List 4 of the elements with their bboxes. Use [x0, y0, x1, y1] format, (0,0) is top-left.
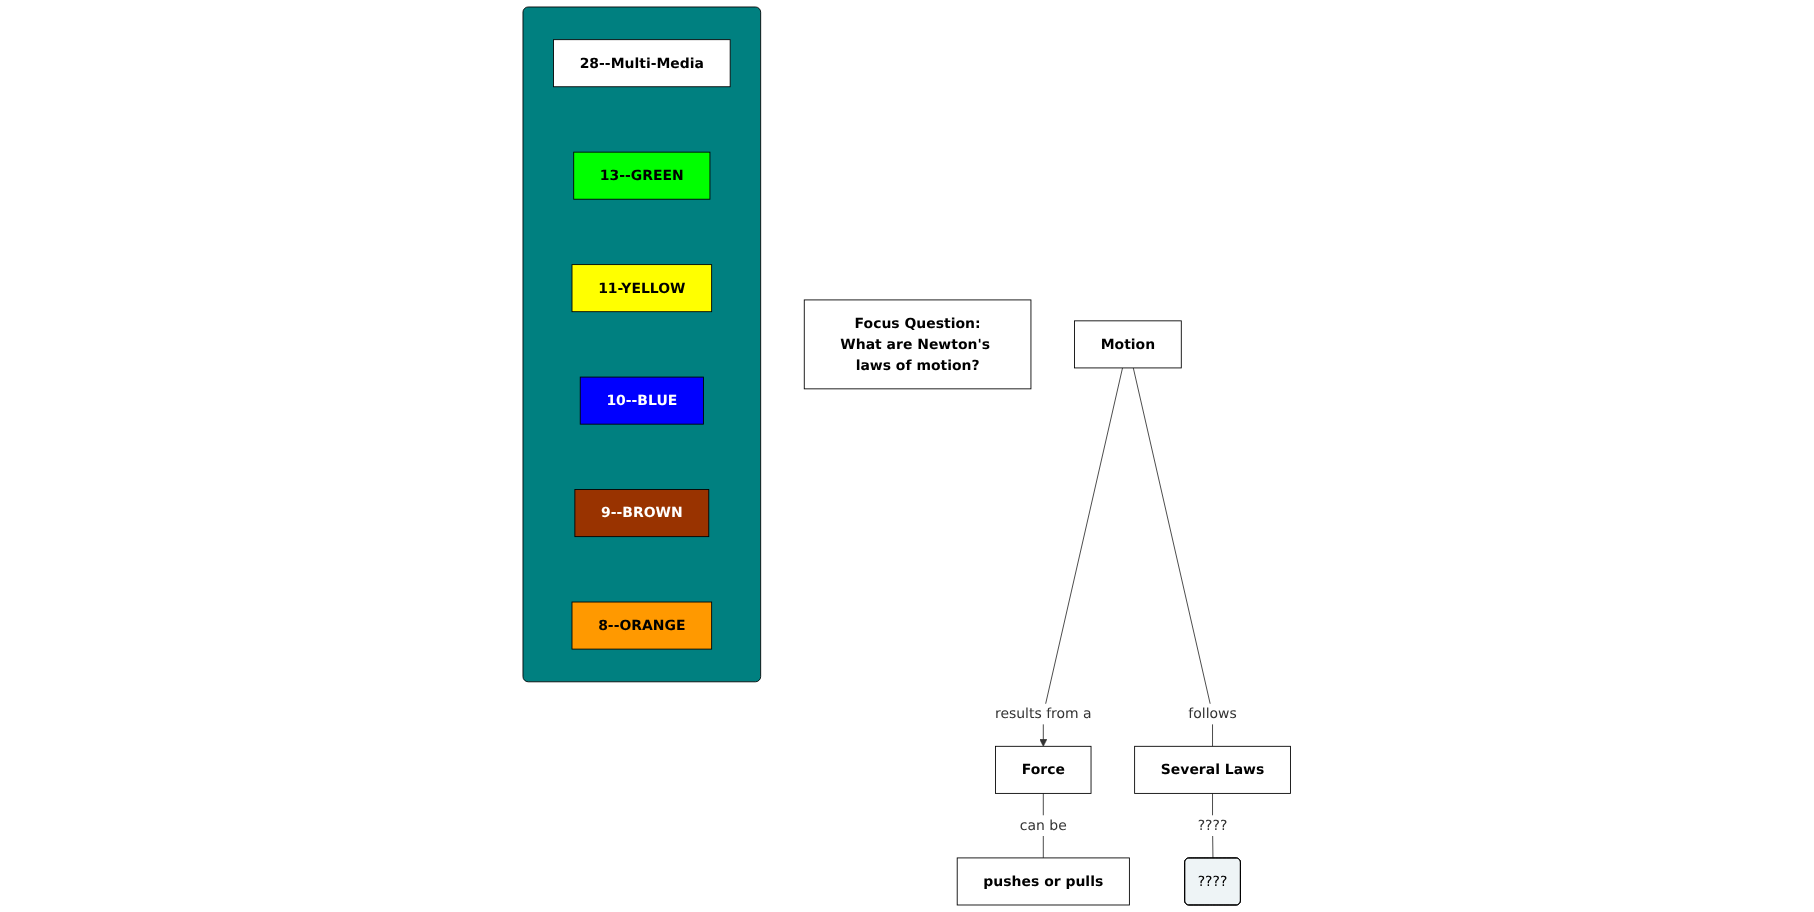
- connector: [1212, 792, 1214, 859]
- cluster: [522, 6, 762, 683]
- connector: [1043, 792, 1044, 859]
- connector: [1133, 367, 1214, 747]
